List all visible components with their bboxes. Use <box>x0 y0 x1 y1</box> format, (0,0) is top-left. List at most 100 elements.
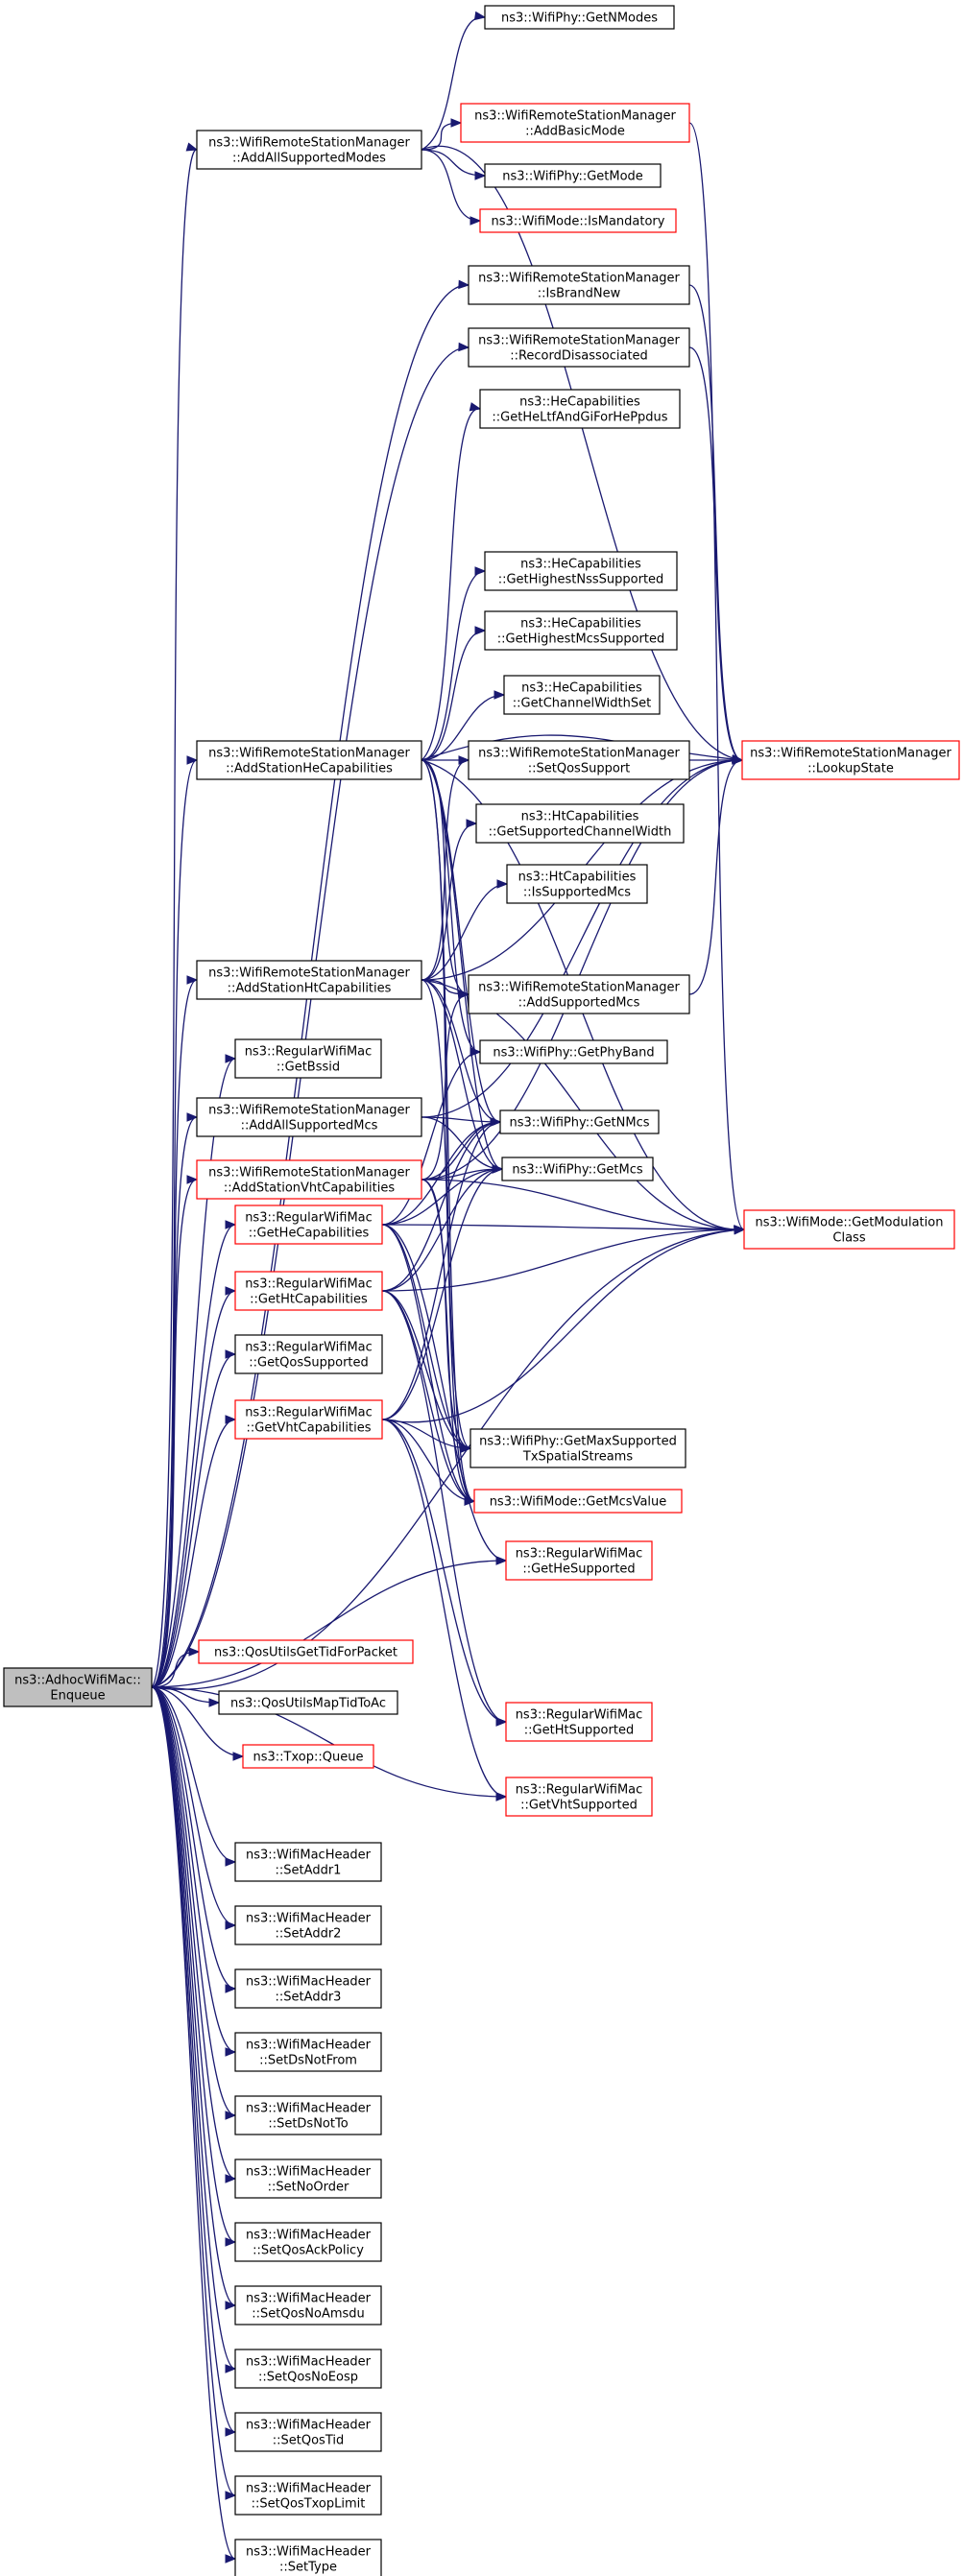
node-qosutilsmaptid[interactable]: ns3::QosUtilsMapTidToAc <box>218 1690 398 1715</box>
node-root[interactable]: ns3::AdhocWifiMac::Enqueue <box>3 1667 153 1707</box>
node-label-line: ::SetAddr1 <box>276 1864 342 1878</box>
node-label-line: ns3::Txop::Queue <box>253 1751 364 1765</box>
node-addstationhe[interactable]: ns3::WifiRemoteStationManager::AddStatio… <box>196 740 422 780</box>
node-setaddr3[interactable]: ns3::WifiMacHeader::SetAddr3 <box>234 1968 382 2009</box>
node-getbssid[interactable]: ns3::RegularWifiMac::GetBssid <box>234 1038 382 1079</box>
edge-arrowhead <box>232 1752 245 1761</box>
node-isbrandnew[interactable]: ns3::WifiRemoteStationManager::IsBrandNe… <box>468 265 690 305</box>
node-qosutilsgettid[interactable]: ns3::QosUtilsGetTidForPacket <box>198 1639 414 1664</box>
node-box <box>234 1399 383 1440</box>
node-getqossupported[interactable]: ns3::RegularWifiMac::GetQosSupported <box>234 1334 383 1374</box>
edge-arrowhead <box>225 2237 237 2247</box>
node-setaddr2[interactable]: ns3::WifiMacHeader::SetAddr2 <box>234 1905 382 1945</box>
edge-line <box>381 1168 503 1292</box>
node-label-line: ::GetHeCapabilities <box>249 1227 370 1241</box>
node-box <box>234 1205 383 1245</box>
edge-arrowhead <box>495 1717 508 1727</box>
edge-arrowhead <box>732 755 744 765</box>
node-box <box>196 1097 422 1137</box>
node-setqossupport[interactable]: ns3::WifiRemoteStationManager::SetQosSup… <box>468 740 690 780</box>
edge-line <box>381 1419 507 1798</box>
node-getnmcs[interactable]: ns3::WifiPhy::GetNMcs <box>499 1109 660 1134</box>
node-setdsnotfrom[interactable]: ns3::WifiMacHeader::SetDsNotFrom <box>234 2032 382 2072</box>
node-gethtcap[interactable]: ns3::RegularWifiMac::GetHtCapabilities <box>234 1271 383 1311</box>
node-box <box>503 675 661 715</box>
edge-addstationht-to-issupportedmcs <box>421 879 509 981</box>
edge-line <box>421 759 469 981</box>
node-setqosnoeosp[interactable]: ns3::WifiMacHeader::SetQosNoEosp <box>234 2349 382 2389</box>
node-gethtsupported[interactable]: ns3::RegularWifiMac::GetHtSupported <box>505 1702 653 1742</box>
edge-arrowhead <box>225 1415 237 1424</box>
node-setaddr1[interactable]: ns3::WifiMacHeader::SetAddr1 <box>234 1842 382 1882</box>
node-setqosackpolicy[interactable]: ns3::WifiMacHeader::SetQosAckPolicy <box>234 2222 382 2262</box>
node-setdsnotto[interactable]: ns3::WifiMacHeader::SetDsNotTo <box>234 2095 382 2135</box>
node-addstationht[interactable]: ns3::WifiRemoteStationManager::AddStatio… <box>196 960 422 1000</box>
edge-arrowhead <box>225 2301 237 2310</box>
edge-root-to-addallsupportedmodes <box>151 142 199 1688</box>
node-addsupportedmcs[interactable]: ns3::WifiRemoteStationManager::AddSuppor… <box>468 974 690 1014</box>
edge-root-to-gethesupported <box>151 1556 508 1688</box>
edge-line <box>151 1560 507 1688</box>
node-label-line: ns3::WifiMode::GetMcsValue <box>490 1495 667 1510</box>
edge-line <box>151 1686 236 2180</box>
node-getheltf[interactable]: ns3::HeCapabilities::GetHeLtfAndGiForHeP… <box>479 389 681 429</box>
edge-addsupportedmcs-to-lookupstate <box>688 755 744 995</box>
node-getnmodes[interactable]: ns3::WifiPhy::GetNModes <box>484 5 675 30</box>
node-box <box>234 1271 383 1311</box>
edge-line <box>151 1686 236 2560</box>
node-label-line: ::GetHtSupported <box>524 1724 634 1738</box>
node-box <box>484 163 662 188</box>
node-setqostxoplimit[interactable]: ns3::WifiMacHeader::SetQosTxopLimit <box>234 2475 382 2516</box>
node-settype[interactable]: ns3::WifiMacHeader::SetType <box>234 2539 382 2576</box>
edge-addallsupportedmodes-to-addbasicmode <box>421 118 463 151</box>
node-addbasicmode[interactable]: ns3::WifiRemoteStationManager::AddBasicM… <box>460 103 690 143</box>
node-label-line: ns3::WifiMacHeader <box>246 2165 372 2180</box>
node-ismandatory[interactable]: ns3::WifiMode::IsMandatory <box>479 208 677 233</box>
node-box <box>242 1744 374 1769</box>
node-gethecap[interactable]: ns3::RegularWifiMac::GetHeCapabilities <box>234 1205 383 1245</box>
edge-arrowhead <box>734 1225 746 1235</box>
node-gethesupported[interactable]: ns3::RegularWifiMac::GetHeSupported <box>505 1540 653 1581</box>
node-label-line: ns3::WifiMacHeader <box>246 2102 372 2116</box>
node-setqosnoamsdu[interactable]: ns3::WifiMacHeader::SetQosNoAmsdu <box>234 2285 382 2326</box>
node-getvhtcap[interactable]: ns3::RegularWifiMac::GetVhtCapabilities <box>234 1399 383 1440</box>
node-getmcsvalue[interactable]: ns3::WifiMode::GetMcsValue <box>473 1489 683 1514</box>
node-gethighestmcs[interactable]: ns3::HeCapabilities::GetHighestMcsSuppor… <box>484 610 678 651</box>
node-getmode[interactable]: ns3::WifiPhy::GetMode <box>484 163 662 188</box>
node-issupportedmcs[interactable]: ns3::HtCapabilities::IsSupportedMcs <box>506 864 648 904</box>
edge-recorddisassociated-to-lookupstate <box>688 346 744 765</box>
edge-addstationht-to-getsupportedchannelwidth <box>421 819 478 981</box>
node-lookupstate[interactable]: ns3::WifiRemoteStationManager::LookupSta… <box>741 740 960 780</box>
node-label-line: ns3::RegularWifiMac <box>516 1708 643 1723</box>
node-setqostid[interactable]: ns3::WifiMacHeader::SetQosTid <box>234 2412 382 2452</box>
node-label-line: ns3::WifiMacHeader <box>246 2292 372 2306</box>
edge-root-to-setqosnoamsdu <box>151 1686 237 2310</box>
node-addallsupportedmodes[interactable]: ns3::WifiRemoteStationManager::AddAllSup… <box>196 130 422 170</box>
edge-arrowhead <box>225 1286 237 1296</box>
node-setnoorder[interactable]: ns3::WifiMacHeader::SetNoOrder <box>234 2159 382 2199</box>
edge-line <box>151 149 198 1688</box>
node-addallsupportedmcs[interactable]: ns3::WifiRemoteStationManager::AddAllSup… <box>196 1097 422 1137</box>
edge-arrowhead <box>490 1117 502 1127</box>
node-addstationvht[interactable]: ns3::WifiRemoteStationManager::AddStatio… <box>196 1159 422 1200</box>
node-label-line: ::SetQosSupport <box>528 762 630 776</box>
node-box <box>196 130 422 170</box>
node-gethighestnss[interactable]: ns3::HeCapabilities::GetHighestNssSuppor… <box>484 551 678 591</box>
node-label-line: ns3::WifiMacHeader <box>246 2039 372 2053</box>
edge-line <box>381 1290 471 1449</box>
node-getsupportedchannelwidth[interactable]: ns3::HtCapabilities::GetSupportedChannel… <box>475 803 685 844</box>
edge-arrowhead <box>494 690 506 700</box>
edge-gethecap-to-gethesupported <box>381 1224 508 1565</box>
node-box <box>468 740 690 780</box>
edge-getvhtcap-to-getmodulationclass <box>381 1225 746 1423</box>
node-getmcs[interactable]: ns3::WifiPhy::GetMcs <box>501 1157 654 1181</box>
node-getmaxsupported[interactable]: ns3::WifiPhy::GetMaxSupportedTxSpatialSt… <box>469 1428 686 1468</box>
node-recorddisassociated[interactable]: ns3::WifiRemoteStationManager::RecordDis… <box>468 327 690 368</box>
node-getchannelwidthset[interactable]: ns3::HeCapabilities::GetChannelWidthSet <box>503 675 661 715</box>
node-getvhtsupported[interactable]: ns3::RegularWifiMac::GetVhtSupported <box>505 1777 653 1817</box>
node-getphyband[interactable]: ns3::WifiPhy::GetPhyBand <box>479 1039 668 1064</box>
node-label-line: ::RecordDisassociated <box>510 349 648 364</box>
edge-line <box>151 1686 236 1990</box>
node-txopqueue[interactable]: ns3::Txop::Queue <box>242 1744 374 1769</box>
